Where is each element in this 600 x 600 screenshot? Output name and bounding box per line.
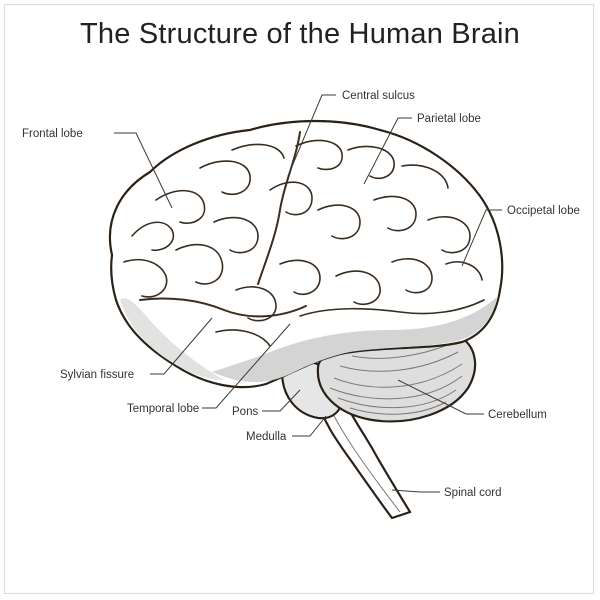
- cerebrum: [108, 119, 504, 389]
- page-title: The Structure of the Human Brain: [80, 18, 520, 50]
- label-medulla: Medulla: [246, 431, 287, 443]
- label-spinal-cord: Spinal cord: [444, 487, 502, 499]
- label-temporal-lobe: Temporal lobe: [127, 403, 199, 415]
- label-cerebellum: Cerebellum: [488, 409, 547, 421]
- leader-medulla: [292, 415, 327, 437]
- label-pons: Pons: [232, 406, 258, 418]
- leader-occipetal-lobe: [461, 209, 502, 267]
- labels: Frontal lobe Central sulcus Parietal lob…: [22, 90, 580, 499]
- label-sylvian-fissure: Sylvian fissure: [60, 369, 134, 381]
- leader-frontal-lobe: [114, 132, 173, 209]
- label-parietal-lobe: Parietal lobe: [417, 113, 481, 125]
- leader-spinal-cord: [391, 489, 440, 493]
- leader-lines: [114, 94, 502, 493]
- leader-central-sulcus: [287, 94, 336, 177]
- leader-temporal-lobe: [202, 323, 291, 409]
- leader-parietal-lobe: [363, 117, 412, 185]
- leader-pons: [262, 389, 301, 412]
- label-occipetal-lobe: Occipetal lobe: [507, 205, 580, 217]
- label-central-sulcus: Central sulcus: [342, 90, 415, 102]
- label-frontal-lobe: Frontal lobe: [22, 128, 83, 140]
- leader-cerebellum: [397, 379, 484, 415]
- leader-sylvian-fissure: [150, 317, 213, 375]
